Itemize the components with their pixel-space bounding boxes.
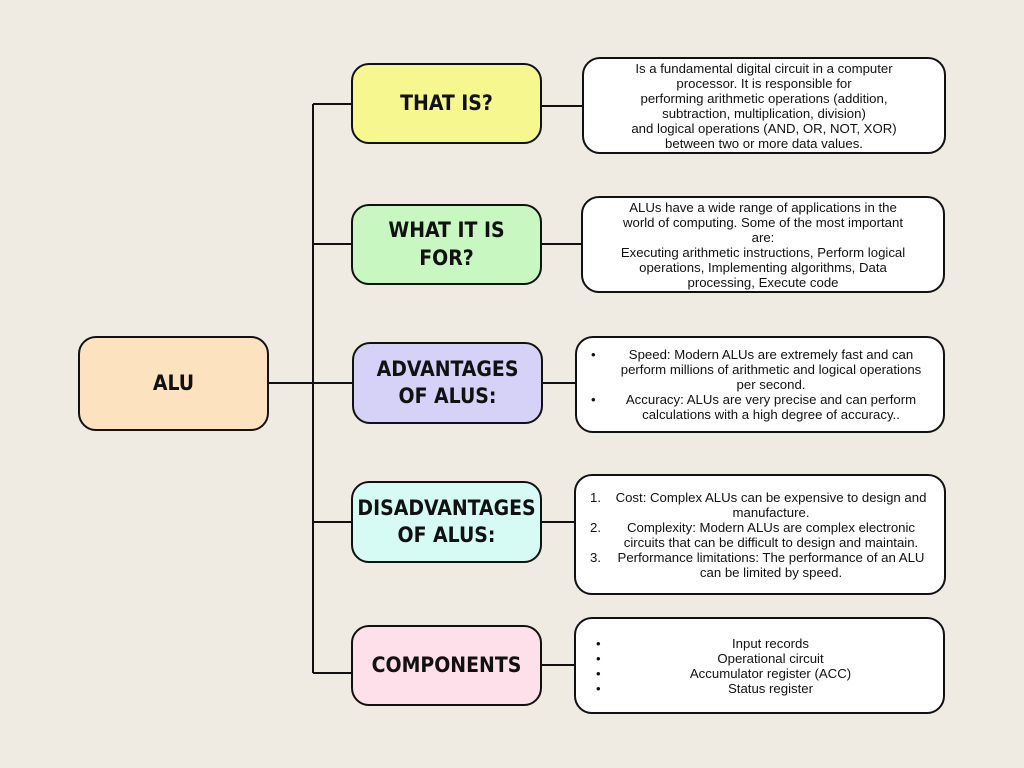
branch-node-advantages: ADVANTAGES OF ALUS: xyxy=(352,342,543,424)
list-number: 2. xyxy=(590,519,601,535)
list-item-text: Input records xyxy=(732,635,809,651)
desc-line: and logical operations (AND, OR, NOT, XO… xyxy=(631,120,897,136)
bullet-icon: • xyxy=(591,392,596,407)
bullet-icon: • xyxy=(596,680,601,696)
list-item: • Operational circuit xyxy=(596,651,923,666)
desc-line: Executing arithmetic instructions, Perfo… xyxy=(620,244,906,260)
list-item: 3. Performance limitations: The performa… xyxy=(590,550,930,580)
branch-label: WHAT IT IS FOR? xyxy=(388,218,505,270)
branch-label: THAT IS? xyxy=(400,90,493,115)
description-box-components: • Input records • Operational circuit • … xyxy=(574,617,945,714)
description-box-that-is: Is a fundamental digital circuit in a co… xyxy=(582,57,946,154)
branch-node-components: COMPONENTS xyxy=(351,625,542,706)
desc-line: subtraction, multiplication, division) xyxy=(662,105,866,121)
list-item-text: Performance limitations: The performance… xyxy=(617,549,925,580)
bullet-icon: • xyxy=(596,665,601,681)
branch-node-that-is: THAT IS? xyxy=(351,63,542,144)
list-item: 1. Cost: Complex ALUs can be expensive t… xyxy=(590,490,930,520)
desc-line: operations, Implementing algorithms, Dat… xyxy=(639,259,887,275)
bullet-icon: • xyxy=(596,635,601,651)
list-number: 3. xyxy=(590,549,601,565)
desc-line: are: xyxy=(751,229,775,245)
desc-line: between two or more data values. xyxy=(665,135,863,151)
branch-label: ADVANTAGES OF ALUS: xyxy=(376,356,519,408)
desc-line: Is a fundamental digital circuit in a co… xyxy=(635,60,893,76)
list-item: • Input records xyxy=(596,636,923,651)
list-item-text: Operational circuit xyxy=(717,650,824,666)
desc-line: ALUs have a wide range of applications i… xyxy=(629,199,897,215)
disadvantages-list: 1. Cost: Complex ALUs can be expensive t… xyxy=(590,490,930,580)
list-item-text: Complexity: Modern ALUs are complex elec… xyxy=(623,519,919,550)
list-item-text: Accuracy: ALUs are very precise and can … xyxy=(625,392,917,422)
list-item: • Accumulator register (ACC) xyxy=(596,666,923,681)
desc-line: processing, Execute code xyxy=(687,274,839,290)
bullet-icon: • xyxy=(591,347,596,362)
desc-line: processor. It is responsible for xyxy=(676,75,852,91)
branch-node-what-it-is-for: WHAT IT IS FOR? xyxy=(351,204,542,285)
list-item-text: Status register xyxy=(727,680,814,696)
list-item: • Status register xyxy=(596,681,923,696)
advantages-list: • Speed: Modern ALUs are extremely fast … xyxy=(591,347,929,422)
root-label: ALU xyxy=(152,370,195,395)
desc-line: world of computing. Some of the most imp… xyxy=(623,214,903,230)
description-box-disadvantages: 1. Cost: Complex ALUs can be expensive t… xyxy=(574,474,946,595)
list-item-text: Speed: Modern ALUs are extremely fast an… xyxy=(620,347,922,392)
list-item-text: Cost: Complex ALUs can be expensive to d… xyxy=(615,489,927,520)
list-item: • Speed: Modern ALUs are extremely fast … xyxy=(591,347,929,392)
bullet-icon: • xyxy=(596,650,601,666)
description-box-advantages: • Speed: Modern ALUs are extremely fast … xyxy=(575,336,945,433)
description-box-what-it-is-for: ALUs have a wide range of applications i… xyxy=(581,196,945,293)
components-list: • Input records • Operational circuit • … xyxy=(596,636,923,696)
list-number: 1. xyxy=(590,489,601,505)
branch-label: DISADVANTAGES OF ALUS: xyxy=(357,495,536,547)
root-node-alu: ALU xyxy=(78,336,269,431)
list-item-text: Accumulator register (ACC) xyxy=(689,665,852,681)
list-item: 2. Complexity: Modern ALUs are complex e… xyxy=(590,520,930,550)
branch-label: COMPONENTS xyxy=(371,652,522,677)
desc-line: performing arithmetic operations (additi… xyxy=(640,90,888,106)
list-item: • Accuracy: ALUs are very precise and ca… xyxy=(591,392,929,422)
branch-node-disadvantages: DISADVANTAGES OF ALUS: xyxy=(351,481,542,563)
